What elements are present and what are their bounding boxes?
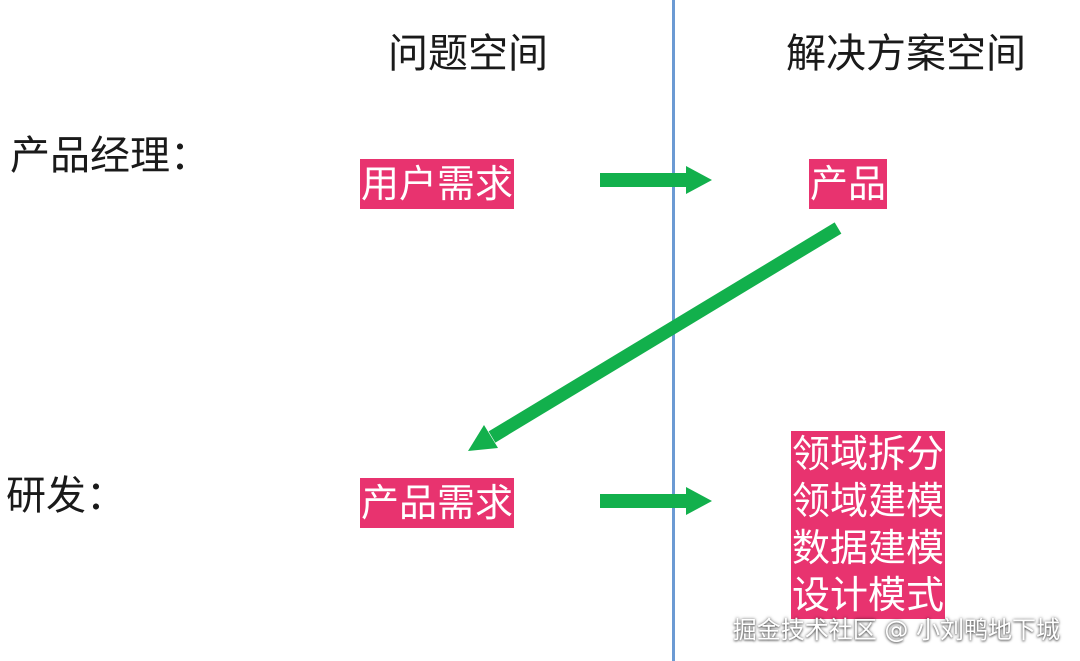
solution-item-design-patterns: 设计模式 — [792, 573, 945, 617]
product-manager-label: 产品经理： — [10, 133, 210, 179]
problem-space-header: 问题空间 — [388, 31, 548, 77]
solution-items-node: 领域拆分 领域建模 数据建模 设计模式 — [791, 431, 946, 619]
solution-item-domain-split: 领域拆分 — [792, 432, 945, 476]
solution-item-domain-modeling: 领域建模 — [792, 479, 945, 523]
solution-space-header: 解决方案空间 — [786, 31, 1026, 77]
arrow-user-req-to-product — [600, 166, 712, 194]
developer-label: 研发： — [6, 473, 126, 519]
user-requirements-node: 用户需求 — [360, 159, 515, 209]
arrow-product-req-to-solution — [600, 487, 712, 515]
arrow-product-to-product-req — [468, 222, 842, 451]
solution-item-data-modeling: 数据建模 — [792, 526, 945, 570]
product-requirements-node: 产品需求 — [360, 478, 515, 528]
watermark-text: 掘金技术社区 @ 小刘鸭地下城 — [732, 616, 1060, 644]
product-node: 产品 — [809, 159, 888, 209]
